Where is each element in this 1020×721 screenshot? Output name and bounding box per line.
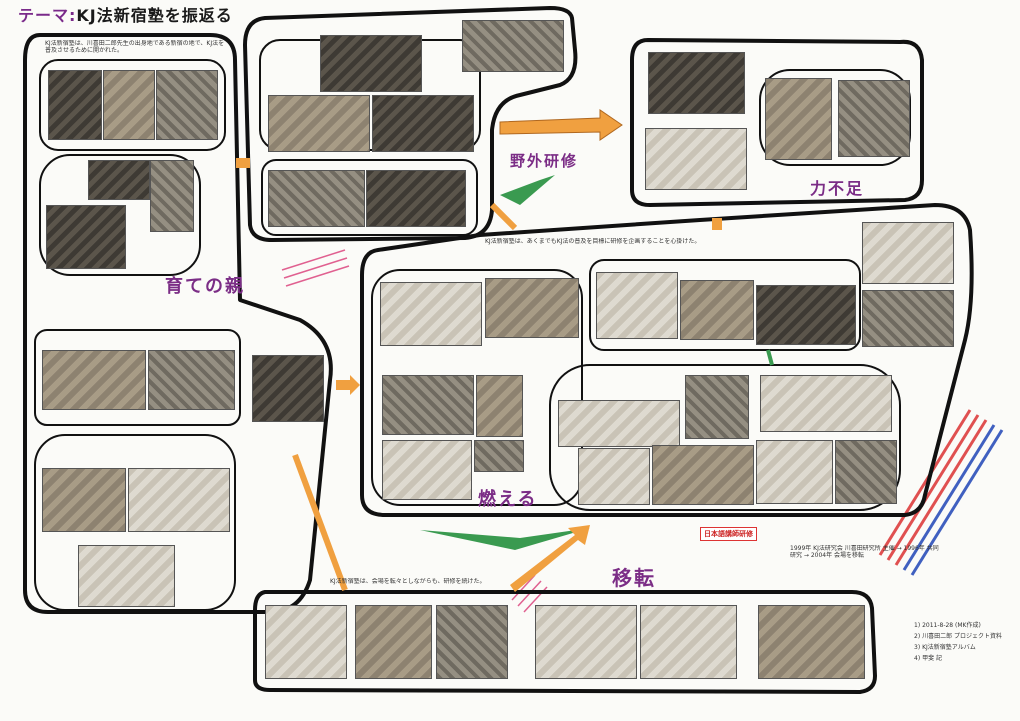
page-title: テーマ:KJ法新宿塾を振返る — [18, 2, 233, 26]
photo-17 — [268, 170, 365, 227]
photo-40 — [835, 440, 897, 504]
photo-26 — [476, 375, 523, 437]
photo-8 — [148, 350, 235, 410]
group-move-outline — [253, 590, 877, 694]
label-move: 移転 — [612, 566, 656, 590]
label-fire: 燃える — [478, 489, 538, 510]
photo-1 — [48, 70, 102, 140]
photo-32 — [862, 222, 954, 284]
inner-frame-4 — [34, 434, 236, 611]
legend-line-1: 1) 2011-8-28 (MK作成) — [914, 622, 981, 629]
photo-10 — [42, 468, 126, 532]
group-shortage-outline — [630, 38, 924, 207]
photo-15 — [268, 95, 370, 152]
photo-9 — [252, 355, 324, 422]
photo-39 — [756, 440, 833, 504]
inner-frame-6 — [261, 159, 478, 236]
photo-38 — [652, 445, 754, 505]
decorative-stripes — [878, 409, 1004, 576]
inner-frame-9 — [549, 364, 901, 511]
inner-frame-3 — [34, 329, 241, 426]
arrow-small-orange-2 — [712, 218, 722, 230]
photo-24 — [485, 278, 579, 338]
photo-3 — [156, 70, 218, 140]
photo-45 — [640, 605, 737, 679]
note-top-intro: KJ法新宿塾は、川喜田二郎先生の出身地である新宿の地で、KJ法を普及させるために… — [45, 40, 225, 54]
photo-34 — [558, 400, 680, 447]
photo-16 — [372, 95, 474, 152]
photo-33 — [862, 290, 954, 347]
inner-frame-8 — [589, 259, 861, 351]
legend-notes: 1) 2011-8-28 (MK作成) 2) 川喜田二郎 プロジェクト資料 3)… — [914, 620, 1002, 664]
label-field: 野外研修 — [510, 152, 579, 170]
label-parents: 育ての親 — [165, 276, 245, 297]
inner-frame-2 — [39, 154, 201, 276]
photo-13 — [320, 35, 422, 92]
inner-frame-7 — [371, 269, 583, 506]
legend-line-2: 2) 川喜田二郎 プロジェクト資料 — [914, 633, 1002, 640]
photo-31 — [756, 285, 856, 345]
photo-19 — [648, 52, 745, 114]
group-fire-outline — [360, 203, 974, 517]
photo-23 — [380, 282, 482, 346]
photo-21 — [765, 78, 832, 160]
label-shortage: 力不足 — [810, 179, 865, 198]
group-early-outline — [243, 6, 578, 242]
arrow-line-orange-2 — [489, 202, 518, 231]
title-theme-label: テーマ: — [18, 6, 77, 25]
photo-36 — [760, 375, 892, 432]
note-bottom-head: KJ法新宿塾は、会場を転々としながらも、研修を続けた。 — [330, 578, 486, 585]
group-parents-outline — [23, 33, 333, 614]
arrow-right-orange-1 — [499, 109, 623, 141]
photo-37 — [578, 448, 650, 505]
photo-18 — [366, 170, 466, 227]
pink-scratches — [281, 249, 548, 613]
arrow-orange-diag-up — [510, 525, 590, 592]
arrows — [236, 109, 774, 592]
arrow-green-swoosh-2 — [500, 175, 555, 205]
badge-japanese-teacher: 日本語講師研修 — [700, 527, 757, 541]
inner-frame-10 — [759, 69, 911, 166]
legend-line-4: 4) 甲斐 記 — [914, 655, 942, 662]
title-text: KJ法新宿塾を振返る — [76, 6, 233, 25]
note-center-head: KJ法新宿塾は、あくまでもKJ法の普及を目標に研修を企画することを心掛けた。 — [485, 238, 701, 245]
arrow-line-orange-diag — [292, 453, 348, 592]
photo-4 — [88, 160, 150, 200]
arrow-right-orange-2 — [336, 375, 360, 395]
photo-7 — [42, 350, 146, 410]
photo-20 — [645, 128, 747, 190]
photo-41 — [265, 605, 347, 679]
photo-12 — [78, 545, 175, 607]
photo-44 — [535, 605, 637, 679]
photo-29 — [596, 272, 678, 339]
legend-line-3: 3) KJ法新宿塾アルバム — [914, 644, 976, 651]
photo-25 — [382, 375, 474, 435]
note-right: 1999年 KJ法研究会 川喜田研究所 主催 → 1996年 共同研究 → 20… — [790, 545, 939, 559]
photo-35 — [685, 375, 749, 439]
photo-43 — [436, 605, 508, 679]
photo-42 — [355, 605, 432, 679]
arrow-small-orange-1 — [236, 158, 250, 168]
photo-5 — [150, 160, 194, 232]
photo-14 — [462, 20, 564, 72]
inner-frame-1 — [39, 59, 226, 151]
photo-30 — [680, 280, 754, 340]
photo-2 — [103, 70, 155, 140]
photo-46 — [758, 605, 865, 679]
photo-22 — [838, 80, 910, 157]
photo-11 — [128, 468, 230, 532]
arrow-green-connector — [766, 349, 774, 366]
photo-27 — [382, 440, 472, 500]
photo-6 — [46, 205, 126, 269]
arrow-green-swoosh-1 — [420, 528, 590, 550]
photo-28 — [474, 440, 524, 472]
